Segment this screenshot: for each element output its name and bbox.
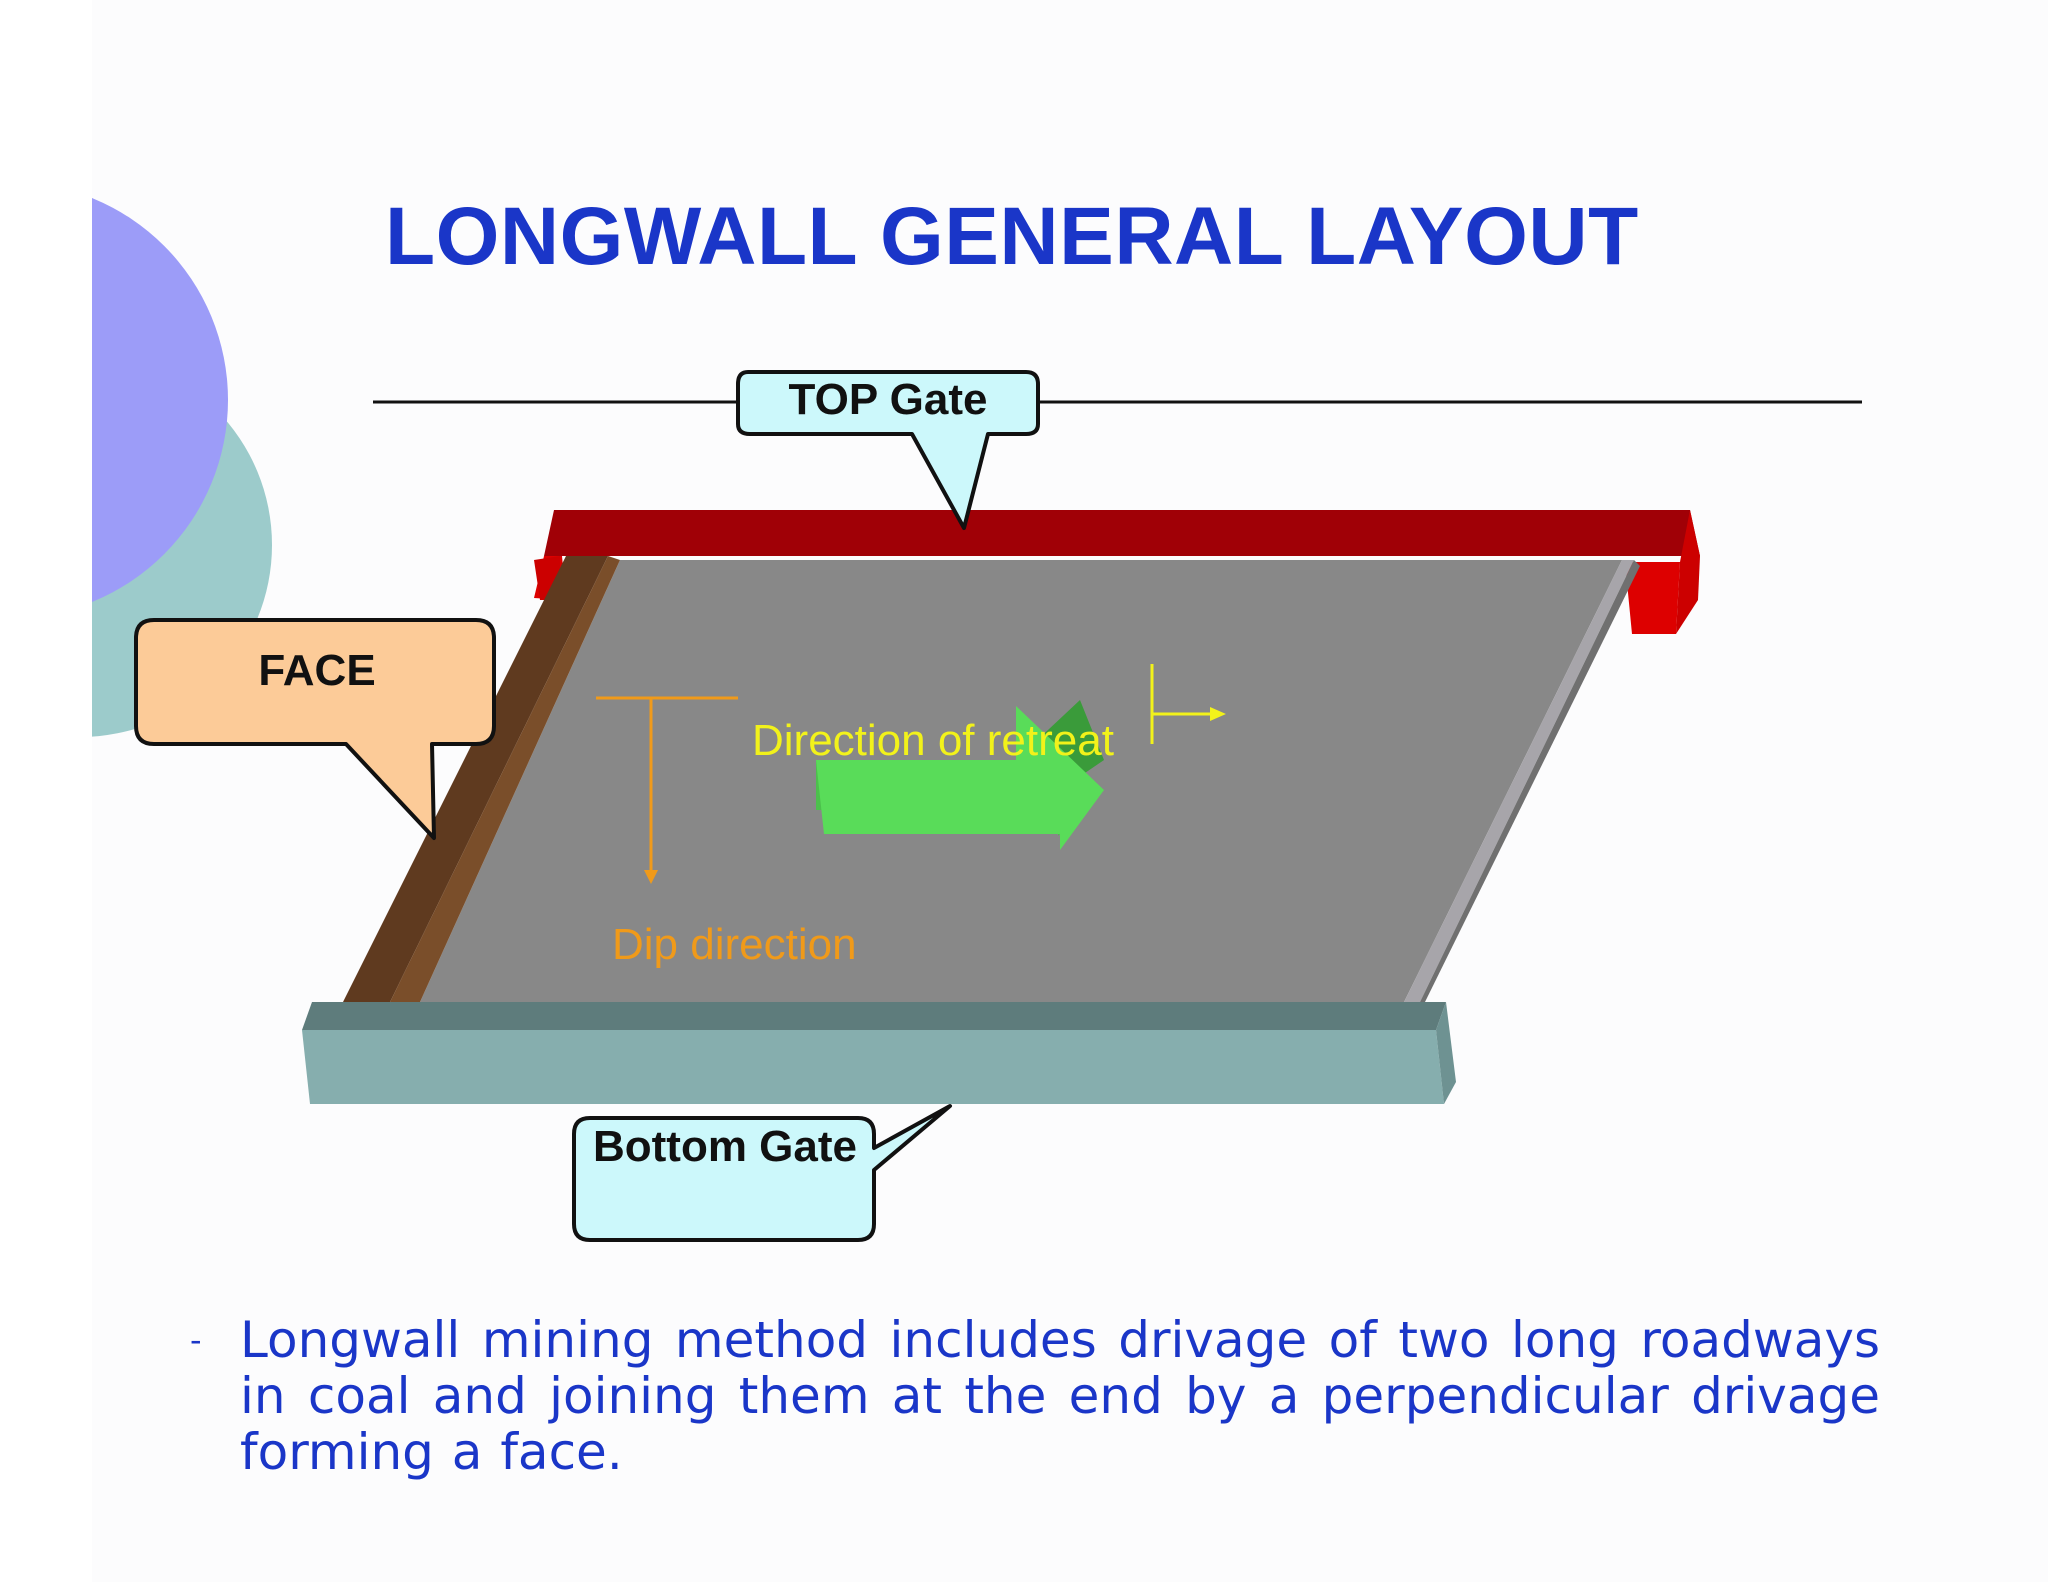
- face-wall: [343, 556, 620, 1002]
- retreat-indicator-icon: [1150, 664, 1226, 744]
- retreat-arrow: [816, 700, 1104, 850]
- dip-direction-arrow: [596, 696, 738, 884]
- top-gate-label: TOP Gate: [788, 375, 988, 424]
- bottom-gate-label: Bottom Gate: [593, 1122, 857, 1171]
- bottom-gate-road: [302, 1002, 1456, 1104]
- face-label: FACE: [258, 646, 376, 695]
- top-gate-road: [534, 510, 1700, 634]
- retreat-direction-label: Direction of retreat: [752, 716, 1114, 765]
- bullet-text: Longwall mining method includes drivage …: [240, 1311, 1880, 1481]
- slide-title: LONGWALL GENERAL LAYOUT: [385, 191, 1639, 282]
- face-callout: [134, 618, 496, 840]
- bottom-gate-callout: [572, 1104, 952, 1242]
- bullet-point: - Longwall mining method includes drivag…: [190, 1312, 1880, 1480]
- decor-circle-purple: [92, 198, 228, 602]
- bullet-marker: -: [190, 1321, 202, 1359]
- top-gate-callout: [736, 370, 1040, 530]
- dip-direction-label: Dip direction: [612, 920, 857, 969]
